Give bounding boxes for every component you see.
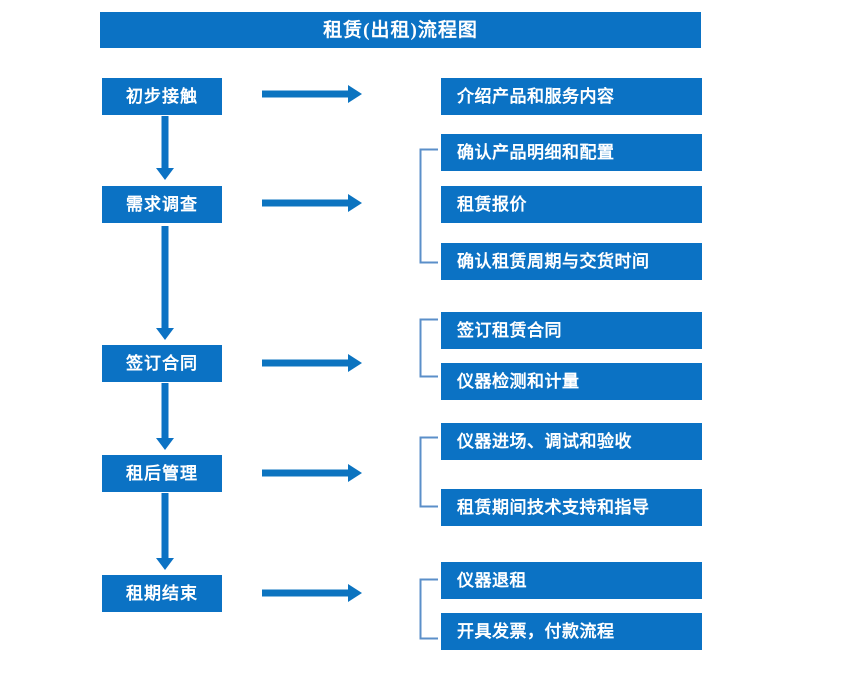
stage-box-sign-contract[interactable]: 签订合同 [102,345,222,382]
detail-box-instrument-return[interactable]: 仪器退租 [441,562,702,599]
flow-arrow-right-4 [262,464,362,482]
detail-box-invoice-payment-process[interactable]: 开具发票，付款流程 [441,613,702,650]
detail-box-instrument-entry-commission[interactable]: 仪器进场、调试和验收 [441,423,702,460]
detail-box-confirm-product-spec[interactable]: 确认产品明细和配置 [441,134,702,171]
stage-box-post-rent-manage[interactable]: 租后管理 [102,455,222,492]
detail-box-sign-rental-contract[interactable]: 签订租赁合同 [441,312,702,349]
flow-arrow-down-4 [155,493,175,572]
flow-arrow-right-2 [262,194,362,212]
stage-box-rental-end[interactable]: 租期结束 [102,575,222,612]
flow-arrow-right-1 [262,85,362,103]
detail-box-instrument-test-metering[interactable]: 仪器检测和计量 [441,363,702,400]
flow-arrow-right-5 [262,584,362,602]
stage-box-demand-survey[interactable]: 需求调查 [102,186,222,223]
detail-box-confirm-period-delivery[interactable]: 确认租赁周期与交货时间 [441,243,702,280]
flow-arrow-right-3 [262,354,362,372]
group-bracket-demand-survey [419,148,439,264]
flow-arrow-down-3 [155,383,175,452]
group-bracket-sign-contract [419,318,439,378]
page-title: 租赁(出租)流程图 [100,12,701,48]
group-bracket-post-rent-manage [419,436,439,508]
detail-box-introduce-product-service[interactable]: 介绍产品和服务内容 [441,78,702,115]
flow-arrow-down-1 [155,116,175,182]
detail-box-rental-tech-support[interactable]: 租赁期间技术支持和指导 [441,489,702,526]
group-bracket-rental-end [419,578,439,640]
flow-arrow-down-2 [155,226,175,342]
detail-box-rental-quotation[interactable]: 租赁报价 [441,186,702,223]
stage-box-initial-contact[interactable]: 初步接触 [102,78,222,115]
